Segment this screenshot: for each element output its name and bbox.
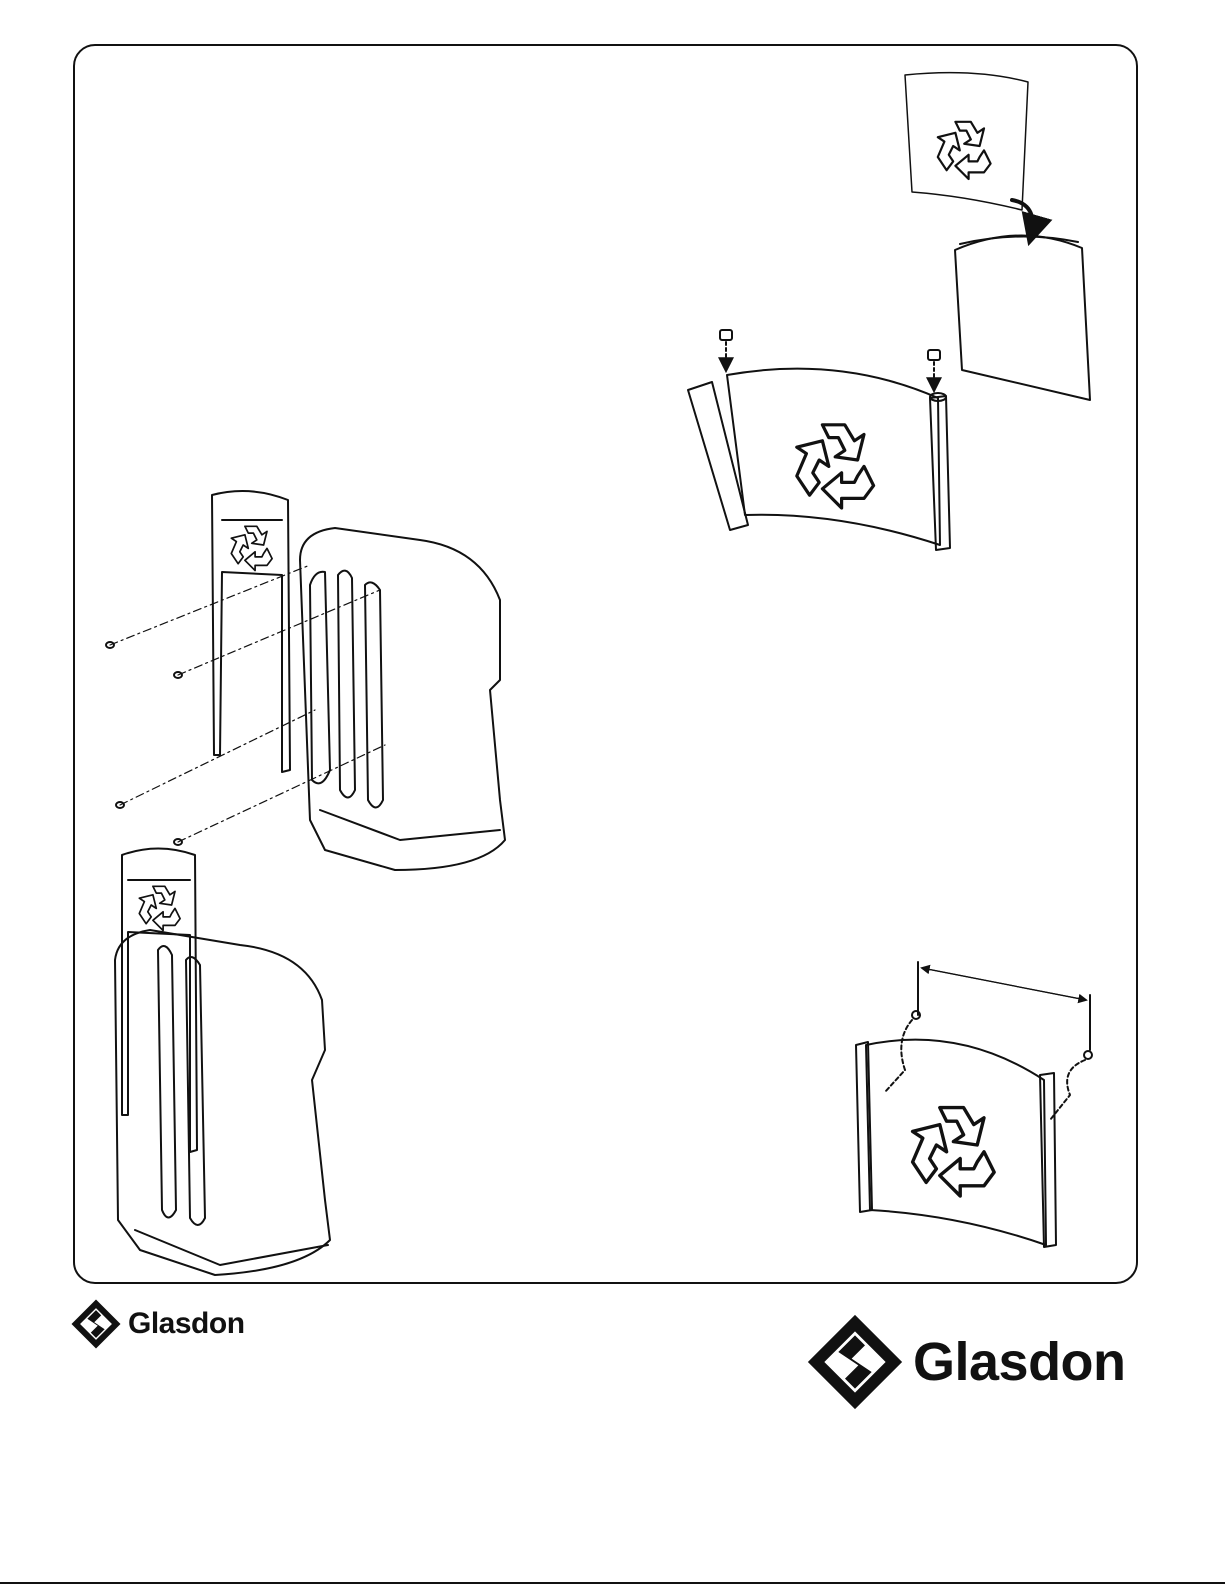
- bottom-rule: [0, 1582, 1225, 1584]
- brand-name: Glasdon: [913, 1331, 1126, 1393]
- bin-exploded-mounting-drawing: [106, 491, 505, 870]
- recycle-icon: [797, 425, 874, 508]
- illustrations-canvas: [0, 0, 1225, 1290]
- bin-assembled-drawing: [115, 849, 330, 1276]
- brand-logo-small: Glasdon: [70, 1298, 245, 1350]
- brand-logo-large: Glasdon: [805, 1312, 1126, 1412]
- recycle-icon: [913, 1108, 995, 1196]
- glasdon-logo-icon: [70, 1298, 122, 1350]
- brand-name: Glasdon: [128, 1307, 245, 1341]
- recycle-icon: [938, 122, 991, 179]
- glasdon-logo-icon: [805, 1312, 905, 1412]
- sign-panel-with-caps-drawing: [688, 330, 950, 550]
- sign-panel-measurement-drawing: [856, 962, 1092, 1247]
